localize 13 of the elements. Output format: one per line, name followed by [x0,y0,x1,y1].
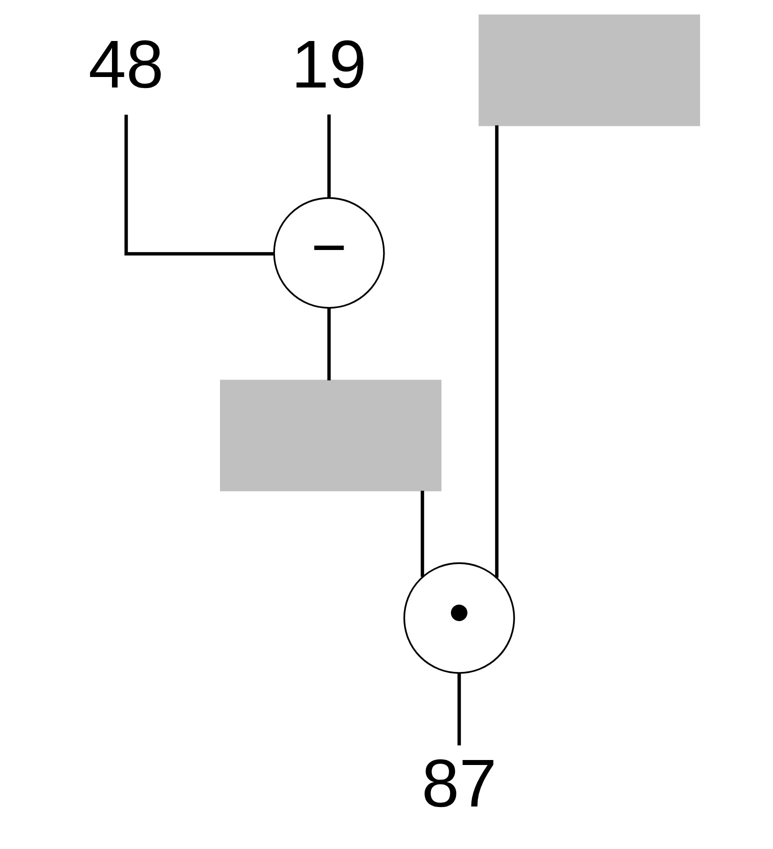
node-text: 87 [422,746,497,822]
connector [327,308,331,380]
node-text: 19 [291,27,367,102]
connector [495,125,498,578]
connector [420,490,424,577]
connector [458,673,461,746]
node-box [220,380,442,492]
node-circle: • [403,562,515,674]
node-box [478,14,700,126]
connector [124,114,274,256]
node-text: 48 [88,27,164,102]
node-circle: − [273,197,385,309]
connector [327,114,331,198]
